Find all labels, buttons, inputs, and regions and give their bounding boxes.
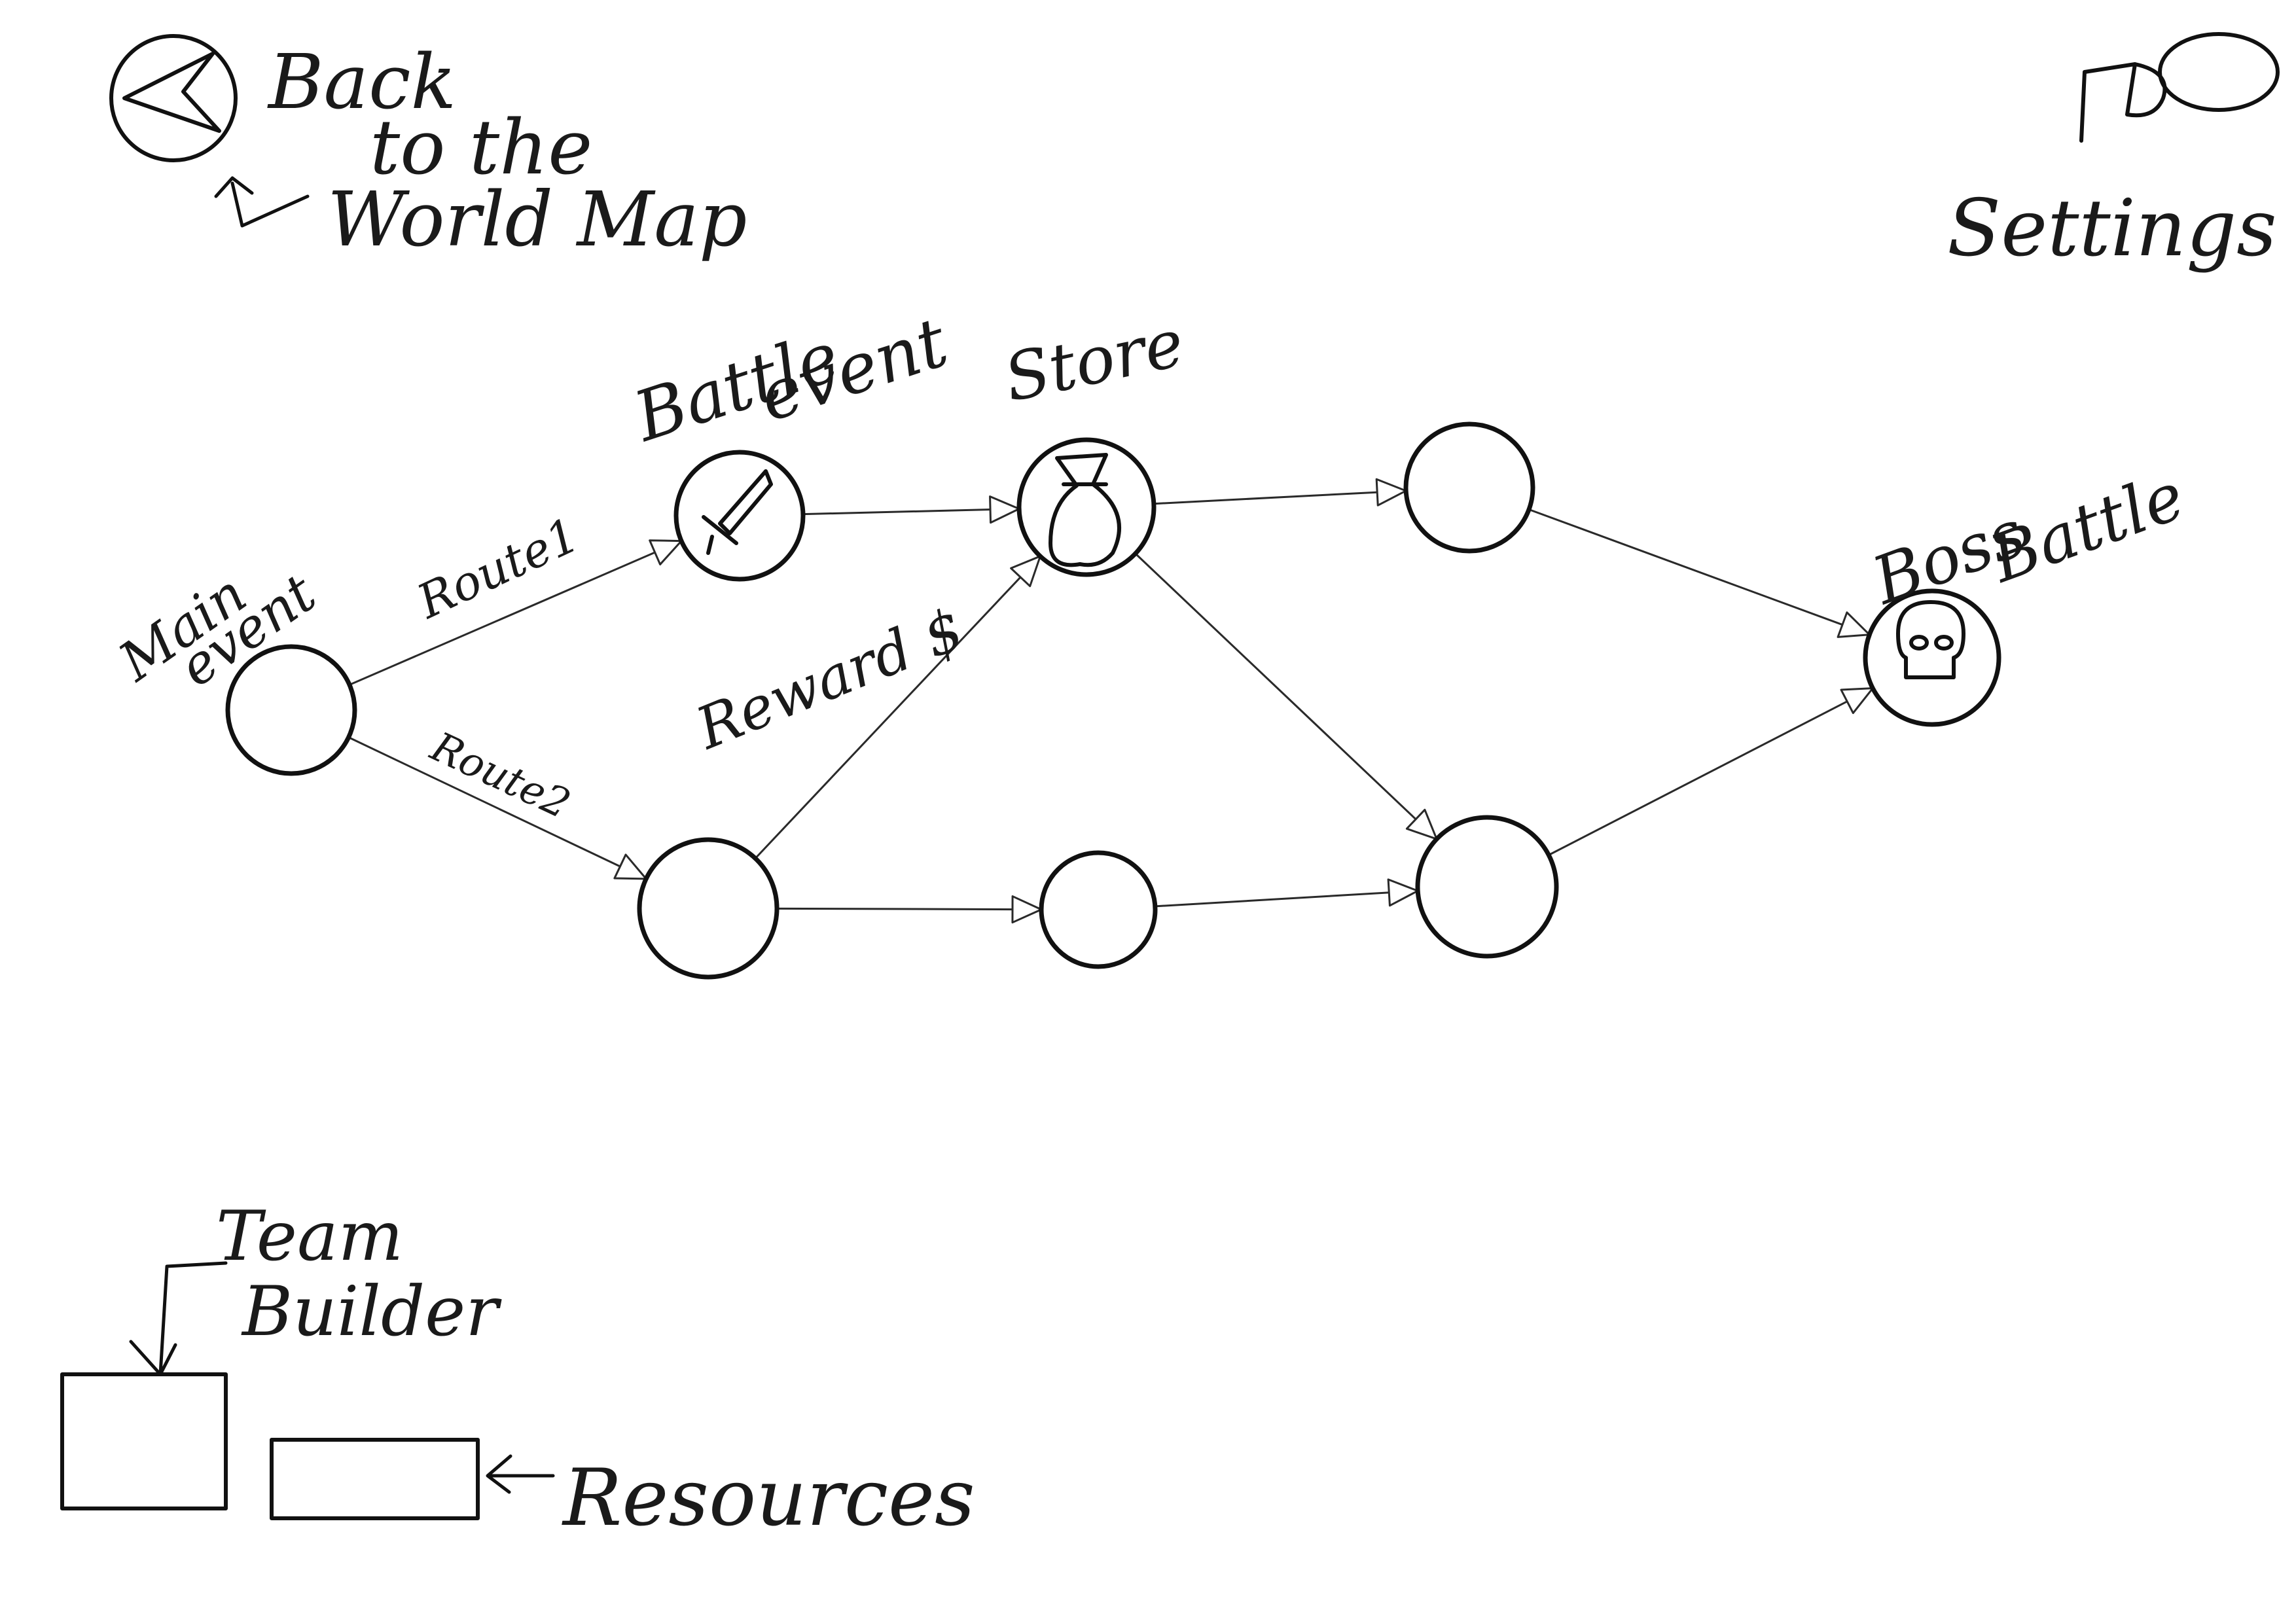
edge-route2-node-1-to-route2-node-2 [776,907,1042,911]
route2-label: Route2 [423,722,578,829]
skull-icon [1896,600,1965,679]
route-edges [348,478,1874,924]
arrowhead-battle-event-to-store [989,495,1020,524]
edge-store-to-route1-node-3 [1153,490,1407,505]
sword-icon [702,469,773,555]
back-to-world-map-button[interactable] [109,34,238,162]
resources-label: Resources [562,1453,975,1544]
settings-toggle-icon [2079,62,2167,143]
arrowhead-route1-node-3-to-boss-battle [1837,611,1871,638]
arrowhead-store-to-route2-node-3 [1405,808,1438,840]
edge-battle-event-to-store [802,508,1020,516]
node-boss-battle[interactable] [1863,588,2001,727]
arrowhead-route2-node-3-to-boss-battle [1840,687,1874,715]
node-main-event[interactable] [225,644,357,776]
back-button-circle[interactable] [109,34,238,162]
reward-label: Reward $ [686,595,973,763]
resources-bar [270,1438,480,1520]
arrowhead-route2-node-1-to-store [1010,555,1041,588]
team-builder-button[interactable] [60,1372,228,1510]
team-builder-pointer-arrow [129,1261,228,1376]
edge-main-event-to-battle-event [349,540,682,686]
route1-label: Route1 [408,507,587,630]
settings-circle-icon [2158,32,2280,112]
edge-route1-node-3-to-boss-battle [1528,508,1870,636]
back-label-line-2: to the [370,104,592,192]
back-label-line-3: World Map [327,176,747,264]
arrowhead-main-event-to-route2-node-1 [613,853,647,880]
edge-route2-node-1-to-store [754,555,1041,859]
map-nodes [225,421,2001,980]
back-label-line-1: Back [267,39,456,126]
node-route2-node-2[interactable] [1039,850,1158,969]
team-builder-label-line-2: Builder [241,1272,502,1351]
edge-route2-node-2-to-route2-node-3 [1155,889,1418,908]
node-battle-event[interactable] [673,450,806,582]
back-label-pointer-arrow [214,176,310,228]
battle-event-label: Battle event [624,283,957,476]
money-bag-icon [1049,453,1121,567]
battle-event-label-line-2: event [749,302,958,437]
edge-main-event-to-route2-node-1 [348,736,647,880]
node-route1-node-3[interactable] [1403,421,1535,554]
back-arrow-icon [122,52,221,133]
arrowhead-main-event-to-battle-event [649,539,683,565]
edge-store-to-route2-node-3 [1134,552,1438,840]
store-label: Store [997,304,1190,417]
resources-pointer-arrow [486,1454,555,1494]
back-label: Back to the World Map [267,39,747,264]
edge-route2-node-3-to-boss-battle [1548,687,1873,856]
settings-label: Settings [1947,183,2277,274]
node-route2-node-1[interactable] [637,837,780,980]
arrowhead-store-to-route1-node-3 [1375,478,1407,507]
team-builder-label: Team Builder [216,1196,502,1351]
node-store[interactable] [1016,437,1157,577]
node-route2-node-3[interactable] [1415,815,1559,959]
settings-button[interactable] [2079,32,2280,143]
arrowhead-route2-node-1-to-route2-node-2 [1011,895,1043,924]
boss-battle-label: Boss Battle [1862,439,2195,639]
boss-battle-label-line-2: Battle [1979,457,2194,598]
arrowhead-route2-node-2-to-route2-node-3 [1387,878,1419,907]
team-builder-label-line-1: Team [216,1196,403,1276]
